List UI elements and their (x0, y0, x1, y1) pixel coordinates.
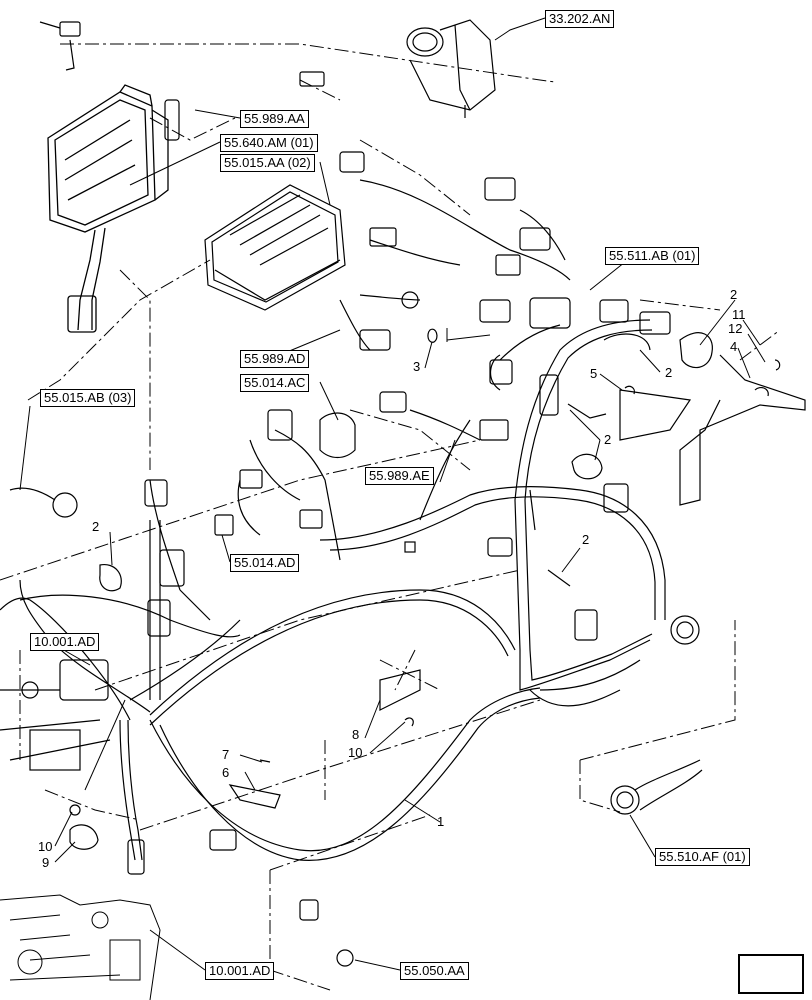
leader-lines (19, 17, 766, 971)
reference-label: 55.014.AC (240, 374, 310, 392)
ecu-module (47, 84, 169, 333)
main-harness (0, 179, 666, 861)
reference-label: 55.050.AA (400, 962, 469, 980)
callout-number: 8 (352, 727, 360, 742)
reference-label: 55.511.AB (01) (605, 247, 700, 265)
callout-number: 2 (582, 532, 590, 547)
callout-number: 5 (590, 366, 598, 381)
connectors (0, 21, 703, 967)
reference-label: 33.202.AN (545, 10, 615, 28)
callout-number: 10 (38, 839, 53, 854)
callout-number: 2 (730, 287, 738, 302)
reference-label: 55.989.AA (240, 110, 309, 128)
reference-label: 55.015.AB (03) (40, 389, 136, 407)
callout-number: 2 (92, 519, 100, 534)
callout-number: 7 (222, 747, 230, 762)
reference-label: 55.640.AM (01) (220, 134, 318, 152)
callout-number: 11 (732, 307, 746, 322)
callout-number: 2 (665, 365, 673, 380)
reference-label: 55.014.AD (230, 554, 300, 572)
callout-number: 10 (348, 745, 363, 760)
callout-number: 4 (730, 339, 738, 354)
reference-label: 55.989.AD (240, 350, 310, 368)
callout-number: 12 (728, 321, 743, 336)
reference-label: 10.001.AD (30, 633, 100, 651)
engine-block (0, 894, 161, 1000)
navigation-button[interactable] (738, 954, 804, 994)
callout-number: 2 (604, 432, 612, 447)
callout-number: 6 (222, 765, 230, 780)
callout-number: 1 (437, 814, 445, 829)
reference-label: 55.015.AA (02) (220, 154, 315, 172)
reservoir (406, 19, 496, 118)
callout-number: 3 (413, 359, 421, 374)
reference-label: 55.989.AE (365, 467, 434, 485)
callout-number: 9 (42, 855, 50, 870)
reference-label: 55.510.AF (01) (655, 848, 750, 866)
controller-unit (204, 184, 346, 311)
reference-label: 10.001.AD (205, 962, 275, 980)
